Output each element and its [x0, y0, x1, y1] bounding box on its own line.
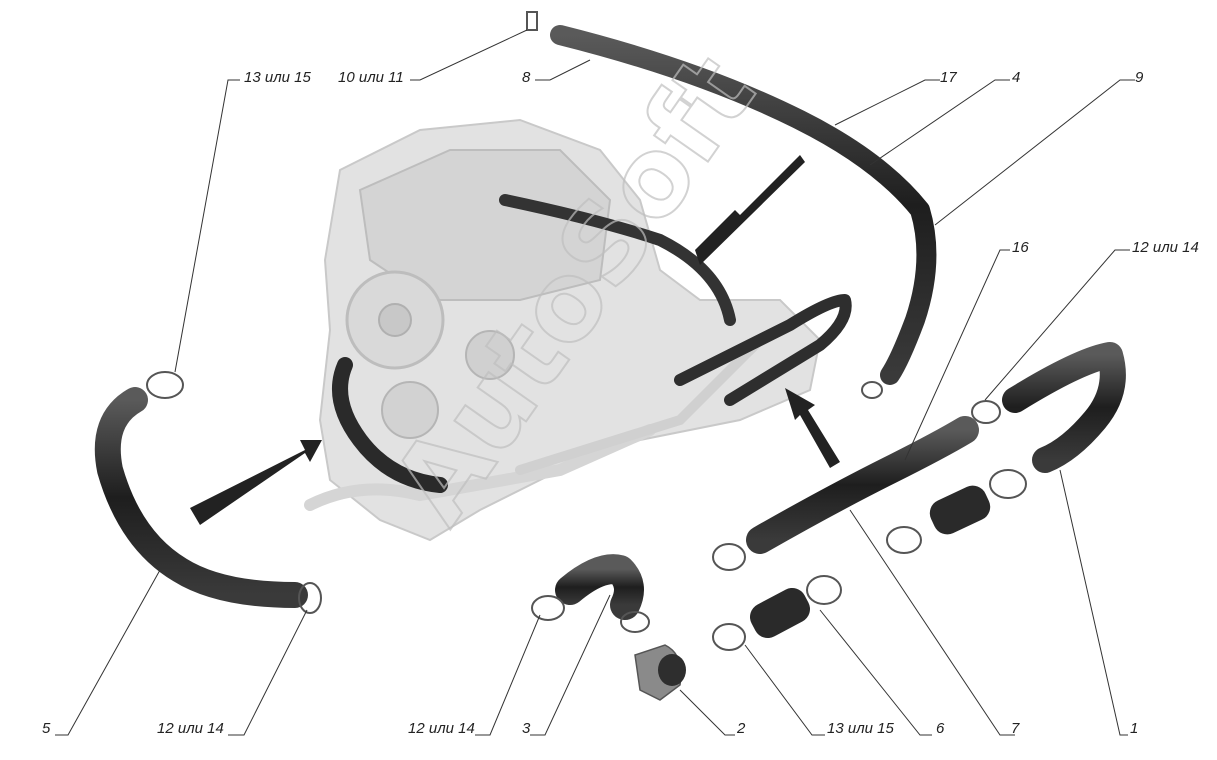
clamps [146, 11, 1027, 651]
callout-12-or-14-top-right: 12 или 14 [1132, 239, 1199, 256]
callout-17: 17 [940, 69, 957, 86]
callout-6: 6 [936, 720, 945, 737]
engine-illustration [304, 118, 822, 542]
callout-7: 7 [1011, 720, 1020, 737]
hose-engine-upper [499, 194, 736, 326]
callout-8: 8 [522, 69, 531, 86]
leader-lines [55, 29, 1135, 736]
callout-5: 5 [42, 720, 51, 737]
hose-7 [746, 416, 979, 554]
part-2 [634, 644, 686, 701]
callout-4: 4 [1012, 69, 1020, 86]
coupling-right [929, 485, 991, 535]
callout-12-or-14-bottom-left: 12 или 14 [157, 720, 224, 737]
hose-8-4-9 [550, 25, 937, 385]
callout-9: 9 [1135, 69, 1144, 86]
hose-engine-lower [332, 357, 448, 493]
callout-1: 1 [1130, 720, 1138, 737]
callout-labels: 5 12 или 14 12 или 14 3 2 13 или 15 6 7 … [42, 69, 1199, 737]
coupling-6 [749, 587, 811, 639]
hose-3 [555, 554, 644, 620]
callout-16: 16 [1012, 239, 1029, 256]
callout-3: 3 [522, 720, 531, 737]
callout-13-or-15-bottom: 13 или 15 [827, 720, 895, 737]
hose-engine-right [674, 294, 852, 406]
hose-1 [1002, 342, 1126, 473]
callout-12-or-14-bottom-mid: 12 или 14 [408, 720, 475, 737]
callout-2: 2 [736, 720, 746, 737]
direction-arrows [190, 155, 840, 525]
callout-13-or-15-top: 13 или 15 [244, 69, 312, 86]
hose-5 [94, 387, 308, 608]
callout-10-or-11: 10 или 11 [338, 69, 404, 86]
